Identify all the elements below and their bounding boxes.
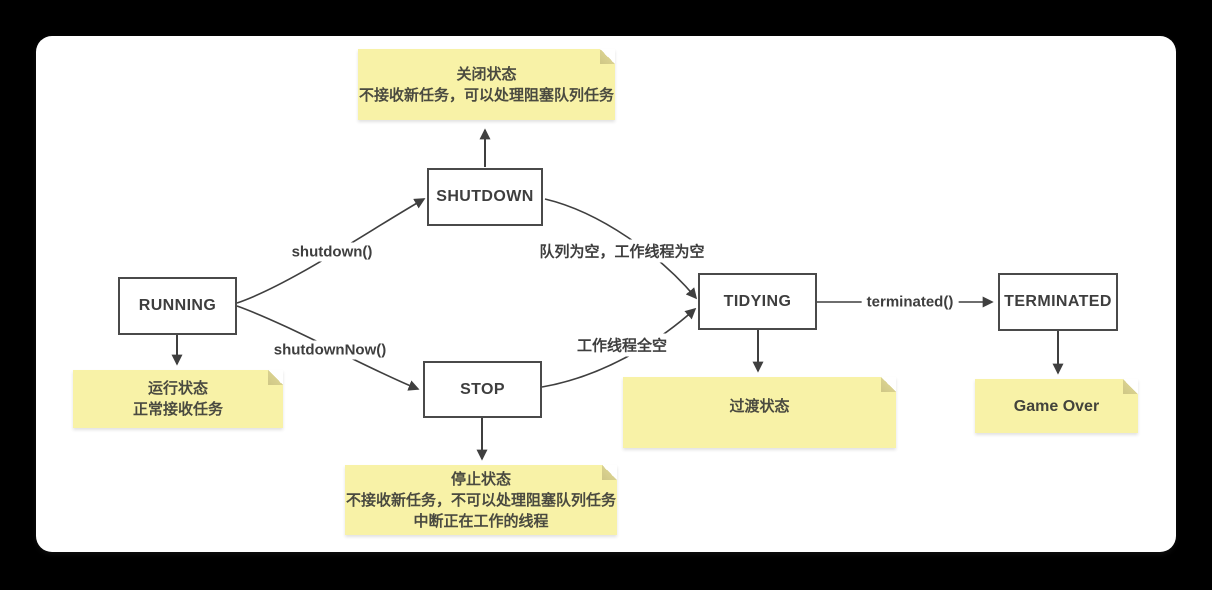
note-fold-icon: [600, 49, 615, 64]
note-stop-state: 停止状态 不接收新任务，不可以处理阻塞队列任务 中断正在工作的线程: [345, 465, 617, 535]
state-box-tidying: TIDYING: [698, 273, 817, 330]
note-terminated-state: Game Over: [975, 379, 1138, 433]
edge-label-workers-empty: 工作线程全空: [571, 333, 673, 357]
edge-stop-to-tidying: [541, 307, 697, 388]
note-stop-line1: 停止状态: [450, 470, 511, 488]
note-running-state: 运行状态 正常接收任务: [73, 370, 283, 428]
state-label-shutdown: SHUTDOWN: [436, 188, 534, 205]
edge-label-terminated-call: terminated(): [861, 292, 959, 312]
note-fold-icon: [881, 377, 896, 392]
note-running-line1: 运行状态: [147, 380, 208, 397]
note-fold-icon: [268, 370, 283, 385]
note-tidying-state: 过渡状态: [623, 377, 896, 448]
edge-label-queue-empty: 队列为空，工作线程为空: [534, 239, 710, 263]
state-box-running: RUNNING: [118, 277, 237, 335]
state-box-terminated: TERMINATED: [998, 273, 1118, 331]
edge-shutdown-to-tidying: [544, 198, 698, 300]
diagram-canvas: RUNNING SHUTDOWN STOP TIDYING TERMINATED…: [36, 36, 1176, 552]
note-fold-icon: [1123, 379, 1138, 394]
note-fold-icon: [602, 465, 617, 480]
note-shutdown-state: 关闭状态 不接收新任务，可以处理阻塞队列任务: [358, 49, 615, 120]
state-label-tidying: TIDYING: [723, 292, 792, 310]
note-terminated-line1: Game Over: [1013, 397, 1100, 415]
state-box-stop: STOP: [423, 361, 542, 418]
note-shutdown-line1: 关闭状态: [456, 65, 517, 83]
note-running-line2: 正常接收任务: [132, 401, 223, 418]
note-stop-line3: 中断正在工作的线程: [413, 512, 549, 530]
note-shutdown-line2: 不接收新任务，可以处理阻塞队列任务: [358, 86, 614, 104]
state-label-terminated: TERMINATED: [1004, 293, 1112, 310]
state-label-running: RUNNING: [138, 297, 217, 314]
note-stop-line2: 不接收新任务，不可以处理阻塞队列任务: [345, 491, 616, 509]
state-label-stop: STOP: [460, 380, 505, 398]
edge-label-shutdown-call: shutdown(): [286, 242, 378, 262]
state-box-shutdown: SHUTDOWN: [427, 168, 543, 226]
edge-label-shutdown-now-call: shutdownNow(): [268, 340, 392, 360]
note-tidying-line1: 过渡状态: [729, 398, 790, 415]
